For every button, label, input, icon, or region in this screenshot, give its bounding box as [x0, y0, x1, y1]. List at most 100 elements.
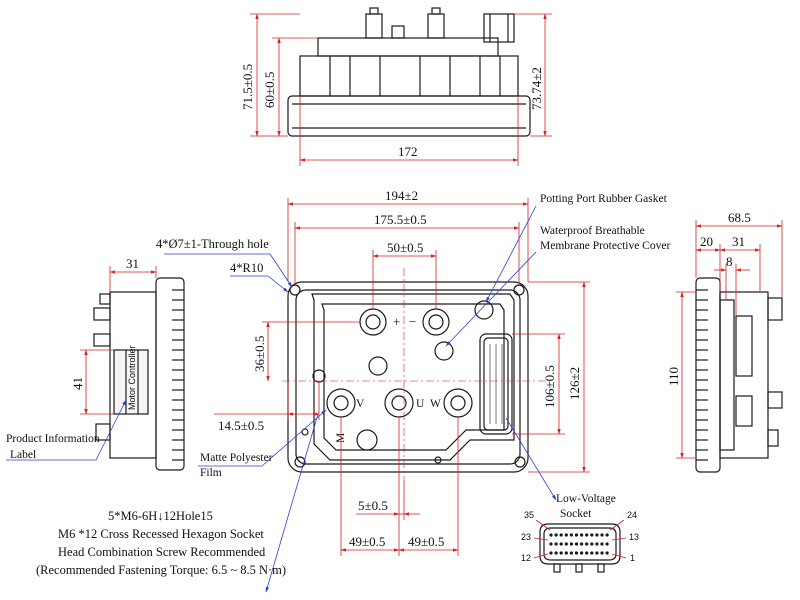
screw-note-line4: (Recommended Fastening Torque: 6.5 ~ 8.5… — [36, 563, 286, 577]
socket-detail: Low-Voltage Socket 35 24 23 13 12 1 — [521, 493, 639, 573]
dim-126: 126±2 — [567, 367, 582, 400]
dim-50: 50±0.5 — [387, 240, 423, 255]
pin-13: 13 — [629, 532, 639, 542]
right-view-body — [695, 277, 783, 473]
socket-pin — [549, 542, 553, 546]
socket-pin — [559, 533, 563, 537]
front-view-leaders — [164, 205, 557, 593]
socket-pin — [569, 533, 574, 537]
plus-mark: + — [393, 314, 400, 329]
left-view-dimensions — [80, 266, 157, 415]
socket-pin — [574, 542, 579, 546]
socket-pin — [605, 542, 609, 546]
membrane-label-line2: Membrane Protective Cover — [540, 240, 670, 252]
dim-31-left: 31 — [126, 256, 139, 271]
front-view: + − V U W M — [156, 188, 670, 593]
front-view-body — [287, 281, 529, 473]
socket-pin — [574, 551, 579, 555]
dim-71-5: 71.5±0.5 — [240, 64, 255, 110]
socket-pin — [595, 533, 599, 537]
pin-1: 1 — [630, 553, 635, 563]
socket-pin — [569, 551, 574, 555]
socket-pin — [549, 533, 553, 537]
top-view-dimensions — [250, 13, 552, 166]
dim-68-5: 68.5 — [728, 210, 751, 225]
pin-35: 35 — [524, 510, 534, 520]
left-view: Motor Controller 31 41 Product Informati… — [6, 256, 185, 471]
socket-pin — [600, 533, 604, 537]
dim-175-5: 175.5±0.5 — [374, 212, 427, 227]
socket-pin — [600, 551, 604, 555]
dim-14-5: 14.5±0.5 — [218, 418, 264, 433]
socket-pin — [595, 551, 599, 555]
product-label-line1: Product Information — [6, 433, 100, 445]
screw-note-line1: 5*M6-6H↓12Hole15 — [108, 509, 213, 523]
v-mark: V — [356, 398, 365, 410]
membrane-label-line1: Waterproof Breathable — [540, 225, 645, 237]
w-mark: W — [430, 398, 441, 410]
motor-controller-label-text: Motor Controller — [127, 345, 137, 410]
socket-pin — [569, 542, 574, 546]
dim-110: 110 — [666, 367, 681, 386]
right-view-dimensions — [676, 220, 783, 459]
socket-pin — [554, 551, 558, 555]
dim-106: 106±0.5 — [542, 365, 557, 408]
socket-pin — [585, 542, 589, 546]
socket-pin — [549, 551, 553, 555]
top-view-body — [287, 7, 531, 137]
socket-pin — [600, 542, 604, 546]
socket-pin-grid — [549, 533, 609, 555]
gasket-label: Potting Port Rubber Gasket — [540, 193, 668, 205]
screw-note-line2: M6 *12 Cross Recessed Hexagon Socket — [58, 527, 264, 541]
dim-172: 172 — [398, 144, 418, 159]
right-view: 68.5 20 31 8 110 — [666, 210, 783, 473]
socket-pin — [564, 551, 568, 555]
socket-body — [539, 523, 621, 573]
dim-73-74: 73.74±2 — [529, 67, 544, 110]
matte-film-label-line1: Matte Polyester — [200, 452, 273, 464]
dim-60: 60±0.5 — [262, 72, 277, 108]
dim-8: 8 — [726, 254, 733, 269]
dim-41: 41 — [70, 377, 85, 390]
pin-23: 23 — [521, 532, 531, 542]
socket-pin — [605, 533, 609, 537]
left-view-body — [93, 277, 185, 471]
socket-pin — [580, 542, 584, 546]
right-view-fins — [696, 289, 708, 461]
left-view-fins — [172, 289, 184, 461]
socket-pin — [559, 542, 563, 546]
dim-20: 20 — [700, 234, 713, 249]
front-view-dimensions — [214, 198, 590, 556]
matte-film-label-line2: Film — [200, 467, 222, 479]
center-lines — [282, 268, 550, 480]
socket-pin — [590, 542, 594, 546]
socket-title-line2: Socket — [560, 508, 592, 520]
socket-pin — [595, 542, 599, 546]
socket-pin — [564, 533, 568, 537]
dim-36: 36±0.5 — [252, 336, 267, 372]
dim-49-right: 49±0.5 — [408, 534, 444, 549]
minus-mark: − — [409, 314, 416, 329]
pin-24: 24 — [627, 510, 637, 520]
dim-194: 194±2 — [385, 188, 418, 203]
product-label-line2: Label — [10, 449, 36, 461]
socket-pin-markers — [533, 519, 627, 559]
socket-pin — [554, 542, 558, 546]
dim-5: 5±0.5 — [358, 498, 388, 513]
socket-pin — [580, 533, 584, 537]
dim-31-right: 31 — [732, 234, 745, 249]
socket-pin — [585, 533, 589, 537]
socket-pin — [574, 533, 579, 537]
socket-pin — [585, 551, 589, 555]
socket-pin — [590, 551, 594, 555]
socket-pin — [605, 551, 609, 555]
socket-pin — [554, 533, 558, 537]
through-hole-label: 4*Ø7±1-Through hole — [156, 237, 269, 251]
top-view: 71.5±0.5 60±0.5 73.74±2 172 — [240, 7, 552, 166]
socket-pin — [580, 551, 584, 555]
dim-49-left: 49±0.5 — [349, 534, 385, 549]
screw-note-line3: Head Combination Screw Recommended — [58, 545, 266, 559]
pin-12: 12 — [521, 553, 531, 563]
corner-radius-label: 4*R10 — [230, 261, 263, 275]
screw-note: 5*M6-6H↓12Hole15 M6 *12 Cross Recessed H… — [36, 509, 286, 577]
